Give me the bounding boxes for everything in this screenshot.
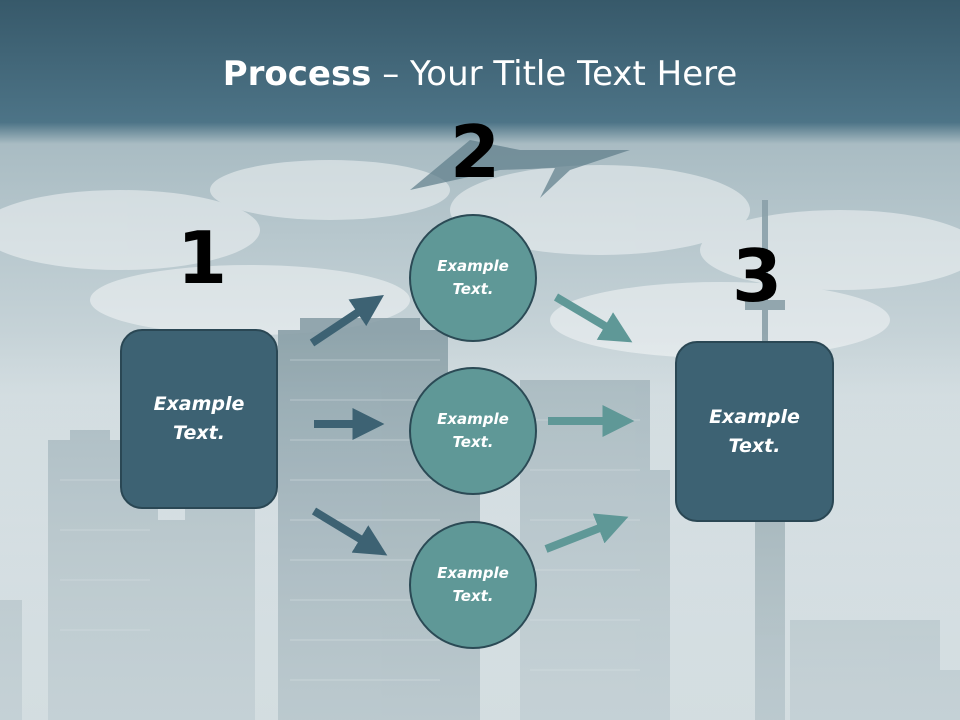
step-3-label: Example Text.	[709, 405, 800, 457]
circle-top-label: Example Text.	[437, 257, 509, 298]
step-number-1: 1	[177, 216, 228, 300]
circle-middle-label: Example Text.	[437, 410, 509, 451]
circle-bottom-label: Example Text.	[437, 564, 509, 605]
title-bold: Process	[222, 54, 372, 94]
circle-top: Example Text.	[409, 214, 537, 342]
step-number-3: 3	[732, 234, 783, 318]
circle-middle: Example Text.	[409, 367, 537, 495]
step-3-box: Example Text.	[675, 341, 834, 522]
step-1-label: Example Text.	[153, 393, 245, 444]
circle-bottom: Example Text.	[409, 521, 537, 649]
slide-title: Process – Your Title Text Here	[0, 52, 960, 96]
step-number-2: 2	[450, 110, 501, 194]
title-rest: – Your Title Text Here	[371, 54, 738, 94]
step-1-box: Example Text.	[120, 329, 278, 509]
